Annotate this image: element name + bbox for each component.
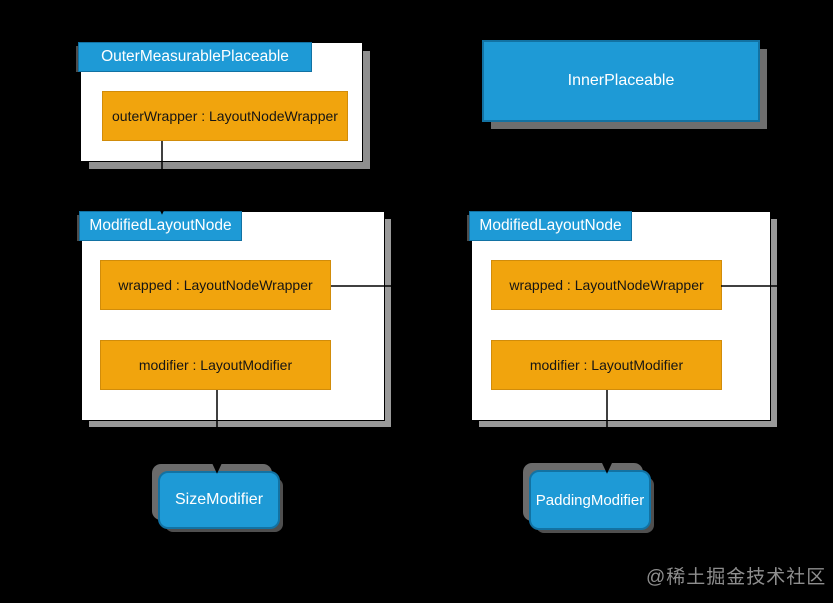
node-modified-layout-node-right-header: ModifiedLayoutNode xyxy=(469,211,632,241)
field-label: wrapped : LayoutNodeWrapper xyxy=(118,277,313,293)
field-label: wrapped : LayoutNodeWrapper xyxy=(509,277,704,293)
field-outer-wrapper[interactable]: outerWrapper : LayoutNodeWrapper xyxy=(102,91,348,141)
node-label: PaddingModifier xyxy=(535,491,645,509)
watermark: @稀土掘金技术社区 xyxy=(646,567,827,588)
node-outer-measurable-placeable[interactable]: OuterMeasurablePlaceable outerWrapper : … xyxy=(78,42,363,162)
node-inner-placeable[interactable]: InnerPlaceable xyxy=(482,40,760,122)
field-label: modifier : LayoutModifier xyxy=(529,357,684,373)
field-wrapped-right[interactable]: wrapped : LayoutNodeWrapper xyxy=(491,260,722,310)
node-label: InnerPlaceable xyxy=(567,72,675,89)
field-modifier-right[interactable]: modifier : LayoutModifier xyxy=(491,340,722,390)
node-modified-layout-node-left[interactable]: ModifiedLayoutNode wrapped : LayoutNodeW… xyxy=(79,211,385,421)
field-label: outerWrapper : LayoutNodeWrapper xyxy=(112,108,338,124)
node-label: SizeModifier xyxy=(174,491,264,508)
node-title: ModifiedLayoutNode xyxy=(479,217,622,234)
node-outer-measurable-placeable-header: OuterMeasurablePlaceable xyxy=(78,42,312,72)
node-title: OuterMeasurablePlaceable xyxy=(101,48,289,65)
node-size-modifier[interactable]: SizeModifier xyxy=(158,471,280,529)
field-wrapped-left[interactable]: wrapped : LayoutNodeWrapper xyxy=(100,260,331,310)
node-padding-modifier[interactable]: PaddingModifier xyxy=(529,470,651,530)
field-modifier-left[interactable]: modifier : LayoutModifier xyxy=(100,340,331,390)
node-modified-layout-node-right[interactable]: ModifiedLayoutNode wrapped : LayoutNodeW… xyxy=(469,211,771,421)
node-modified-layout-node-left-header: ModifiedLayoutNode xyxy=(79,211,242,241)
node-title: ModifiedLayoutNode xyxy=(89,217,232,234)
field-label: modifier : LayoutModifier xyxy=(138,357,293,373)
